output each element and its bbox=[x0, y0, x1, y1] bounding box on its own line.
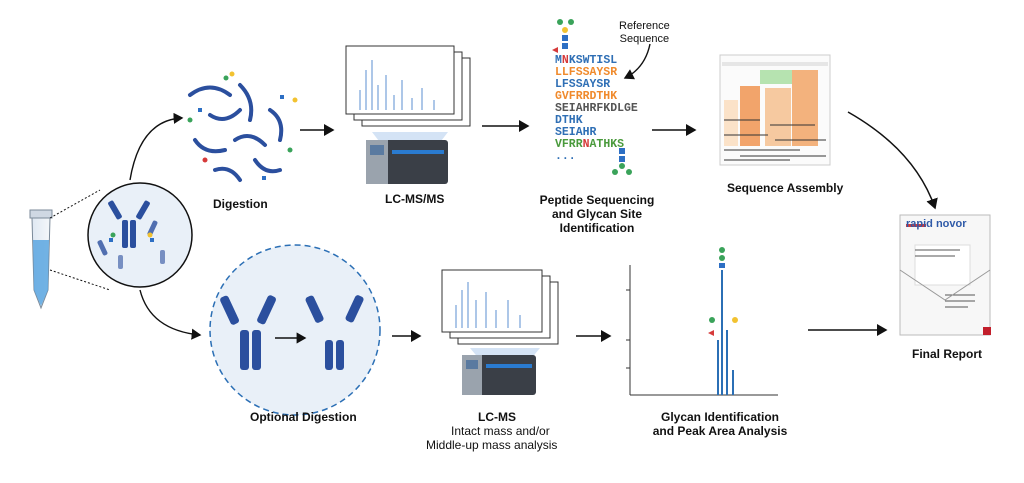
glycan-dots bbox=[187, 71, 298, 180]
mass-spectrometer-icon bbox=[366, 140, 448, 184]
reference-line-1: Reference bbox=[619, 20, 670, 32]
label-lcms-sub-2: Middle-up mass analysis bbox=[426, 438, 558, 452]
peptide-line-2: and Glycan Site bbox=[551, 207, 643, 221]
final-report-icon bbox=[899, 214, 991, 336]
mass-spectrometer-icon-lower bbox=[462, 355, 536, 395]
seq-line-5: DTHK bbox=[555, 114, 583, 127]
label-digestion: Digestion bbox=[213, 197, 268, 211]
antibody-sample-circle bbox=[87, 182, 193, 288]
sequence-assembly-map bbox=[719, 54, 831, 166]
arrow-to-digestion bbox=[129, 112, 184, 181]
glycan-structure-bottom bbox=[612, 148, 632, 175]
ms-spectra-icon-lower bbox=[441, 269, 559, 345]
peptide-fragments-icon bbox=[188, 83, 284, 182]
seq-line-0: MNKSWTISL bbox=[555, 54, 618, 67]
label-sequence-assembly: Sequence Assembly bbox=[727, 181, 844, 195]
glycan-line-1: Glycan Identification bbox=[660, 410, 780, 424]
peptide-line-1: Peptide Sequencing bbox=[539, 193, 655, 207]
seq-line-6: SEIAHR bbox=[555, 126, 597, 139]
reference-line-2: Sequence bbox=[619, 33, 670, 45]
label-reference-sequence: Reference Sequence bbox=[619, 20, 670, 46]
label-glycan-identification: Glycan Identification and Peak Area Anal… bbox=[645, 410, 795, 438]
seq-line-8: ... bbox=[555, 150, 576, 163]
arrow-to-optional-digestion bbox=[139, 289, 202, 340]
glycan-structure-top bbox=[552, 19, 574, 53]
label-lcmsms: LC-MS/MS bbox=[385, 192, 445, 206]
reference-arrow bbox=[623, 43, 651, 80]
sample-tube-icon bbox=[29, 209, 53, 310]
seq-line-4: SEIAHRFKDLGE bbox=[555, 102, 638, 115]
label-peptide-sequencing: Peptide Sequencing and Glycan Site Ident… bbox=[532, 193, 662, 235]
label-optional-digestion: Optional Digestion bbox=[250, 410, 357, 424]
ms-spectra-icon bbox=[345, 45, 471, 127]
arrow-assembly-to-report bbox=[847, 111, 938, 210]
optional-digestion-circle bbox=[209, 244, 381, 416]
seq-line-3: GVFRRDTHK bbox=[555, 90, 618, 103]
zoom-guide-lines bbox=[49, 189, 111, 291]
seq-line-2: LFSSAYSR bbox=[555, 78, 611, 91]
seq-line-7: VFRRNATHKS bbox=[555, 138, 625, 151]
report-brand-logo: rapid novor bbox=[906, 218, 967, 230]
peptide-sequence-list: MNKSWTISL LLFSSAYSR LFSSAYSR GVFRRDTHK S… bbox=[555, 55, 638, 163]
label-lcms: LC-MS bbox=[478, 410, 516, 424]
glycan-peak-plot bbox=[626, 247, 778, 396]
seq-line-1: LLFSSAYSR bbox=[555, 66, 618, 79]
glycan-line-2: and Peak Area Analysis bbox=[652, 424, 788, 438]
label-final-report: Final Report bbox=[912, 347, 983, 361]
label-lcms-sub-1: Intact mass and/or bbox=[451, 424, 550, 438]
peptide-line-3: Identification bbox=[559, 221, 635, 235]
